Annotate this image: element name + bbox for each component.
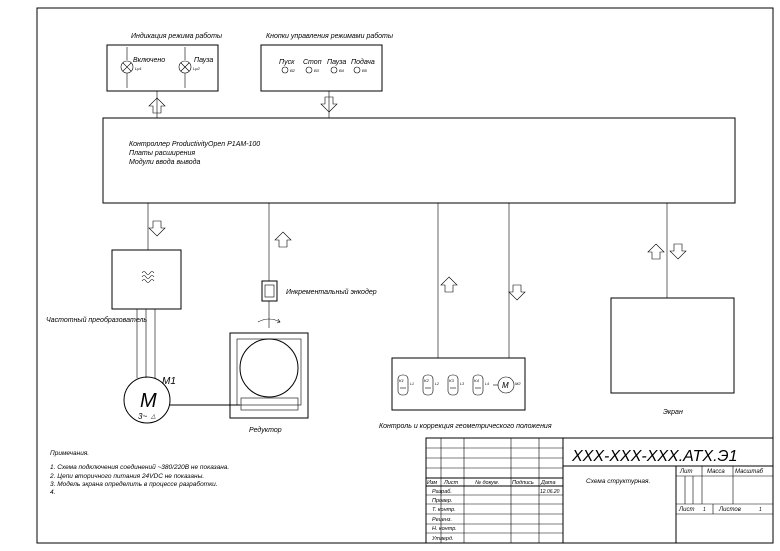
reducer-block: Редуктор xyxy=(229,332,309,434)
row-label: Провер. xyxy=(432,498,453,504)
mass-label: Масса xyxy=(707,469,725,475)
buttons-title: Кнопки управления режимами работы xyxy=(266,32,394,40)
sensor-motor-symbol: M xyxy=(502,381,509,390)
col-header: Изм xyxy=(427,480,437,486)
sensor-sublabel: L1 xyxy=(410,382,414,386)
buttons-panel: Кнопки управления режимами работы Пуск B… xyxy=(260,32,394,92)
motor-m1-icon: M 3~ △ xyxy=(123,376,171,424)
sensor-head-icon xyxy=(422,374,434,396)
button-tag: B2 xyxy=(290,68,296,73)
controller-line: Модули ввода вывода xyxy=(129,158,201,166)
encoder-label: Инкрементальный энкодер xyxy=(286,288,377,296)
arrow-down-icon xyxy=(148,220,166,237)
note-item: 2. Цепи вторичного питания 24VDC не пока… xyxy=(49,473,204,480)
sensor-label: K2 xyxy=(424,378,430,383)
button-label: Подача xyxy=(351,58,375,66)
arrow-up-icon xyxy=(148,97,166,114)
sensor-head-icon xyxy=(447,374,459,396)
lamp-icon xyxy=(178,47,192,88)
lamp-tag: Lp2 xyxy=(193,66,200,71)
sheet-number: 1 xyxy=(703,507,706,513)
arrow-up-icon xyxy=(274,231,292,248)
sensor-label: K4 xyxy=(474,378,480,383)
sensor-sublabel: L4 xyxy=(485,382,489,386)
pushbutton-icon xyxy=(281,66,289,74)
note-item: 3. Модель экрана определить в процессе р… xyxy=(50,480,218,488)
controller-title: Контроллер ProductivityOpen P1AM-100 xyxy=(129,141,260,148)
col-header: Подпись xyxy=(512,480,534,486)
row-label: Разраб. xyxy=(432,489,452,495)
pushbutton-icon xyxy=(353,66,361,74)
title-block: XXX-XXX-XXX.ATX.Э1 Схема структурная. Из… xyxy=(425,437,774,544)
arrow-down-icon xyxy=(320,96,338,113)
button-tag: B4 xyxy=(339,68,345,73)
col-header: Дата xyxy=(540,480,556,486)
motor-delta: △ xyxy=(150,414,156,420)
document-code: XXX-XXX-XXX.ATX.Э1 xyxy=(571,448,738,465)
sensor-sublabel: L2 xyxy=(435,382,439,386)
button-tag: B3 xyxy=(314,68,320,73)
sensor-motor-tag: M2 xyxy=(515,381,521,386)
note-item: 1. Схема подключения соединений ~380/220… xyxy=(50,463,229,471)
col-header: Лист xyxy=(443,480,459,486)
pushbutton-icon xyxy=(330,66,338,74)
sensor-head-icon xyxy=(472,374,484,396)
controller-block: Контроллер ProductivityOpen P1AM-100 Пла… xyxy=(102,117,736,204)
indication-title: Индикация режима работы xyxy=(131,32,223,40)
arrow-up-icon xyxy=(440,276,458,293)
scale-label: Масштаб xyxy=(735,469,764,475)
drawing-frame xyxy=(36,7,774,544)
sheet-label: Лист xyxy=(678,507,694,513)
lit-label: Лит xyxy=(679,469,692,475)
controller-line: Платы расширения xyxy=(129,150,195,157)
button-label: Пуск xyxy=(279,59,295,66)
date-value: 12.06.20 xyxy=(540,489,560,495)
motor-phase: 3~ xyxy=(138,412,147,421)
vfd-label: Частотный преобразователь xyxy=(46,316,147,324)
indication-panel: Индикация режима работы Включено Lp1 Пау… xyxy=(106,32,223,92)
vfd-block: Частотный преобразователь xyxy=(46,249,182,324)
row-label: Н. контр. xyxy=(432,526,457,532)
reducer-label: Редуктор xyxy=(249,426,282,434)
motor-tag: M1 xyxy=(162,376,176,387)
row-label: Утверд. xyxy=(431,536,454,542)
button-label: Пауза xyxy=(327,59,346,66)
lamp-tag: Lp1 xyxy=(135,66,142,71)
pushbutton-icon xyxy=(305,66,313,74)
lamp-icon xyxy=(120,47,134,88)
screen-label: Экран xyxy=(663,409,683,416)
lamp-label: Включено xyxy=(133,57,165,64)
note-item: 4. xyxy=(50,489,56,496)
arrow-down-icon xyxy=(669,243,687,260)
notes-title: Примечания. xyxy=(50,450,89,457)
arrow-up-icon xyxy=(647,243,665,260)
sheets-label: Листов xyxy=(718,507,741,513)
col-header: № докум. xyxy=(475,480,499,486)
sensor-head-icon xyxy=(397,374,409,396)
button-label: Стоп xyxy=(303,59,322,66)
encoder-icon xyxy=(257,280,281,328)
motor-symbol: M xyxy=(140,390,157,412)
lamp-label: Пауза xyxy=(194,57,213,64)
sensor-label: K3 xyxy=(449,378,455,383)
sensor-sublabel: L3 xyxy=(460,382,464,386)
sensor-label: K1 xyxy=(399,378,404,383)
screen-block: Экран xyxy=(610,297,735,416)
button-tag: B5 xyxy=(362,68,368,73)
row-label: Реценз. xyxy=(432,517,452,523)
row-label: Т. контр. xyxy=(432,507,456,513)
notes: Примечания. 1. Схема подключения соедине… xyxy=(49,450,229,496)
sensors-label: Контроль и коррекция геометрического пол… xyxy=(379,423,552,430)
document-name: Схема структурная. xyxy=(586,478,650,485)
arrow-down-icon xyxy=(508,284,526,301)
sheets-number: 1 xyxy=(759,507,762,513)
